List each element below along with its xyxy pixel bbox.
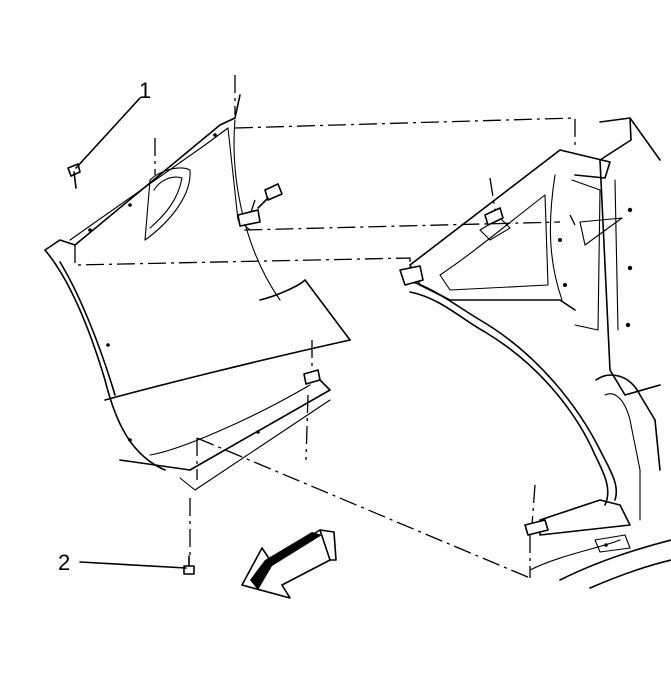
- vehicle-body-structure: [529, 117, 671, 589]
- callout-1-label: 1: [139, 78, 151, 103]
- fastener-icon: [67, 163, 81, 189]
- upper-quarter-panel: [44, 94, 281, 471]
- callout-2-leader: [79, 561, 187, 569]
- lower-trim-panel: [104, 279, 351, 491]
- fastener-icon: [399, 265, 424, 286]
- callout-1-leader: [75, 97, 141, 169]
- upper-bracket: [409, 149, 623, 331]
- fastener-icon: [257, 183, 283, 209]
- alignment-lines: [74, 75, 576, 579]
- direction-arrow-icon: [241, 529, 337, 599]
- fastener-icon: [303, 369, 321, 385]
- wire-harness: [404, 279, 631, 536]
- fastener-icon: [524, 519, 549, 536]
- callout-2: 2: [58, 550, 187, 575]
- callout-2-label: 2: [58, 550, 70, 575]
- fastener-icon: [237, 209, 261, 227]
- callout-1: 1: [75, 78, 151, 169]
- fastener-icon: [183, 555, 195, 575]
